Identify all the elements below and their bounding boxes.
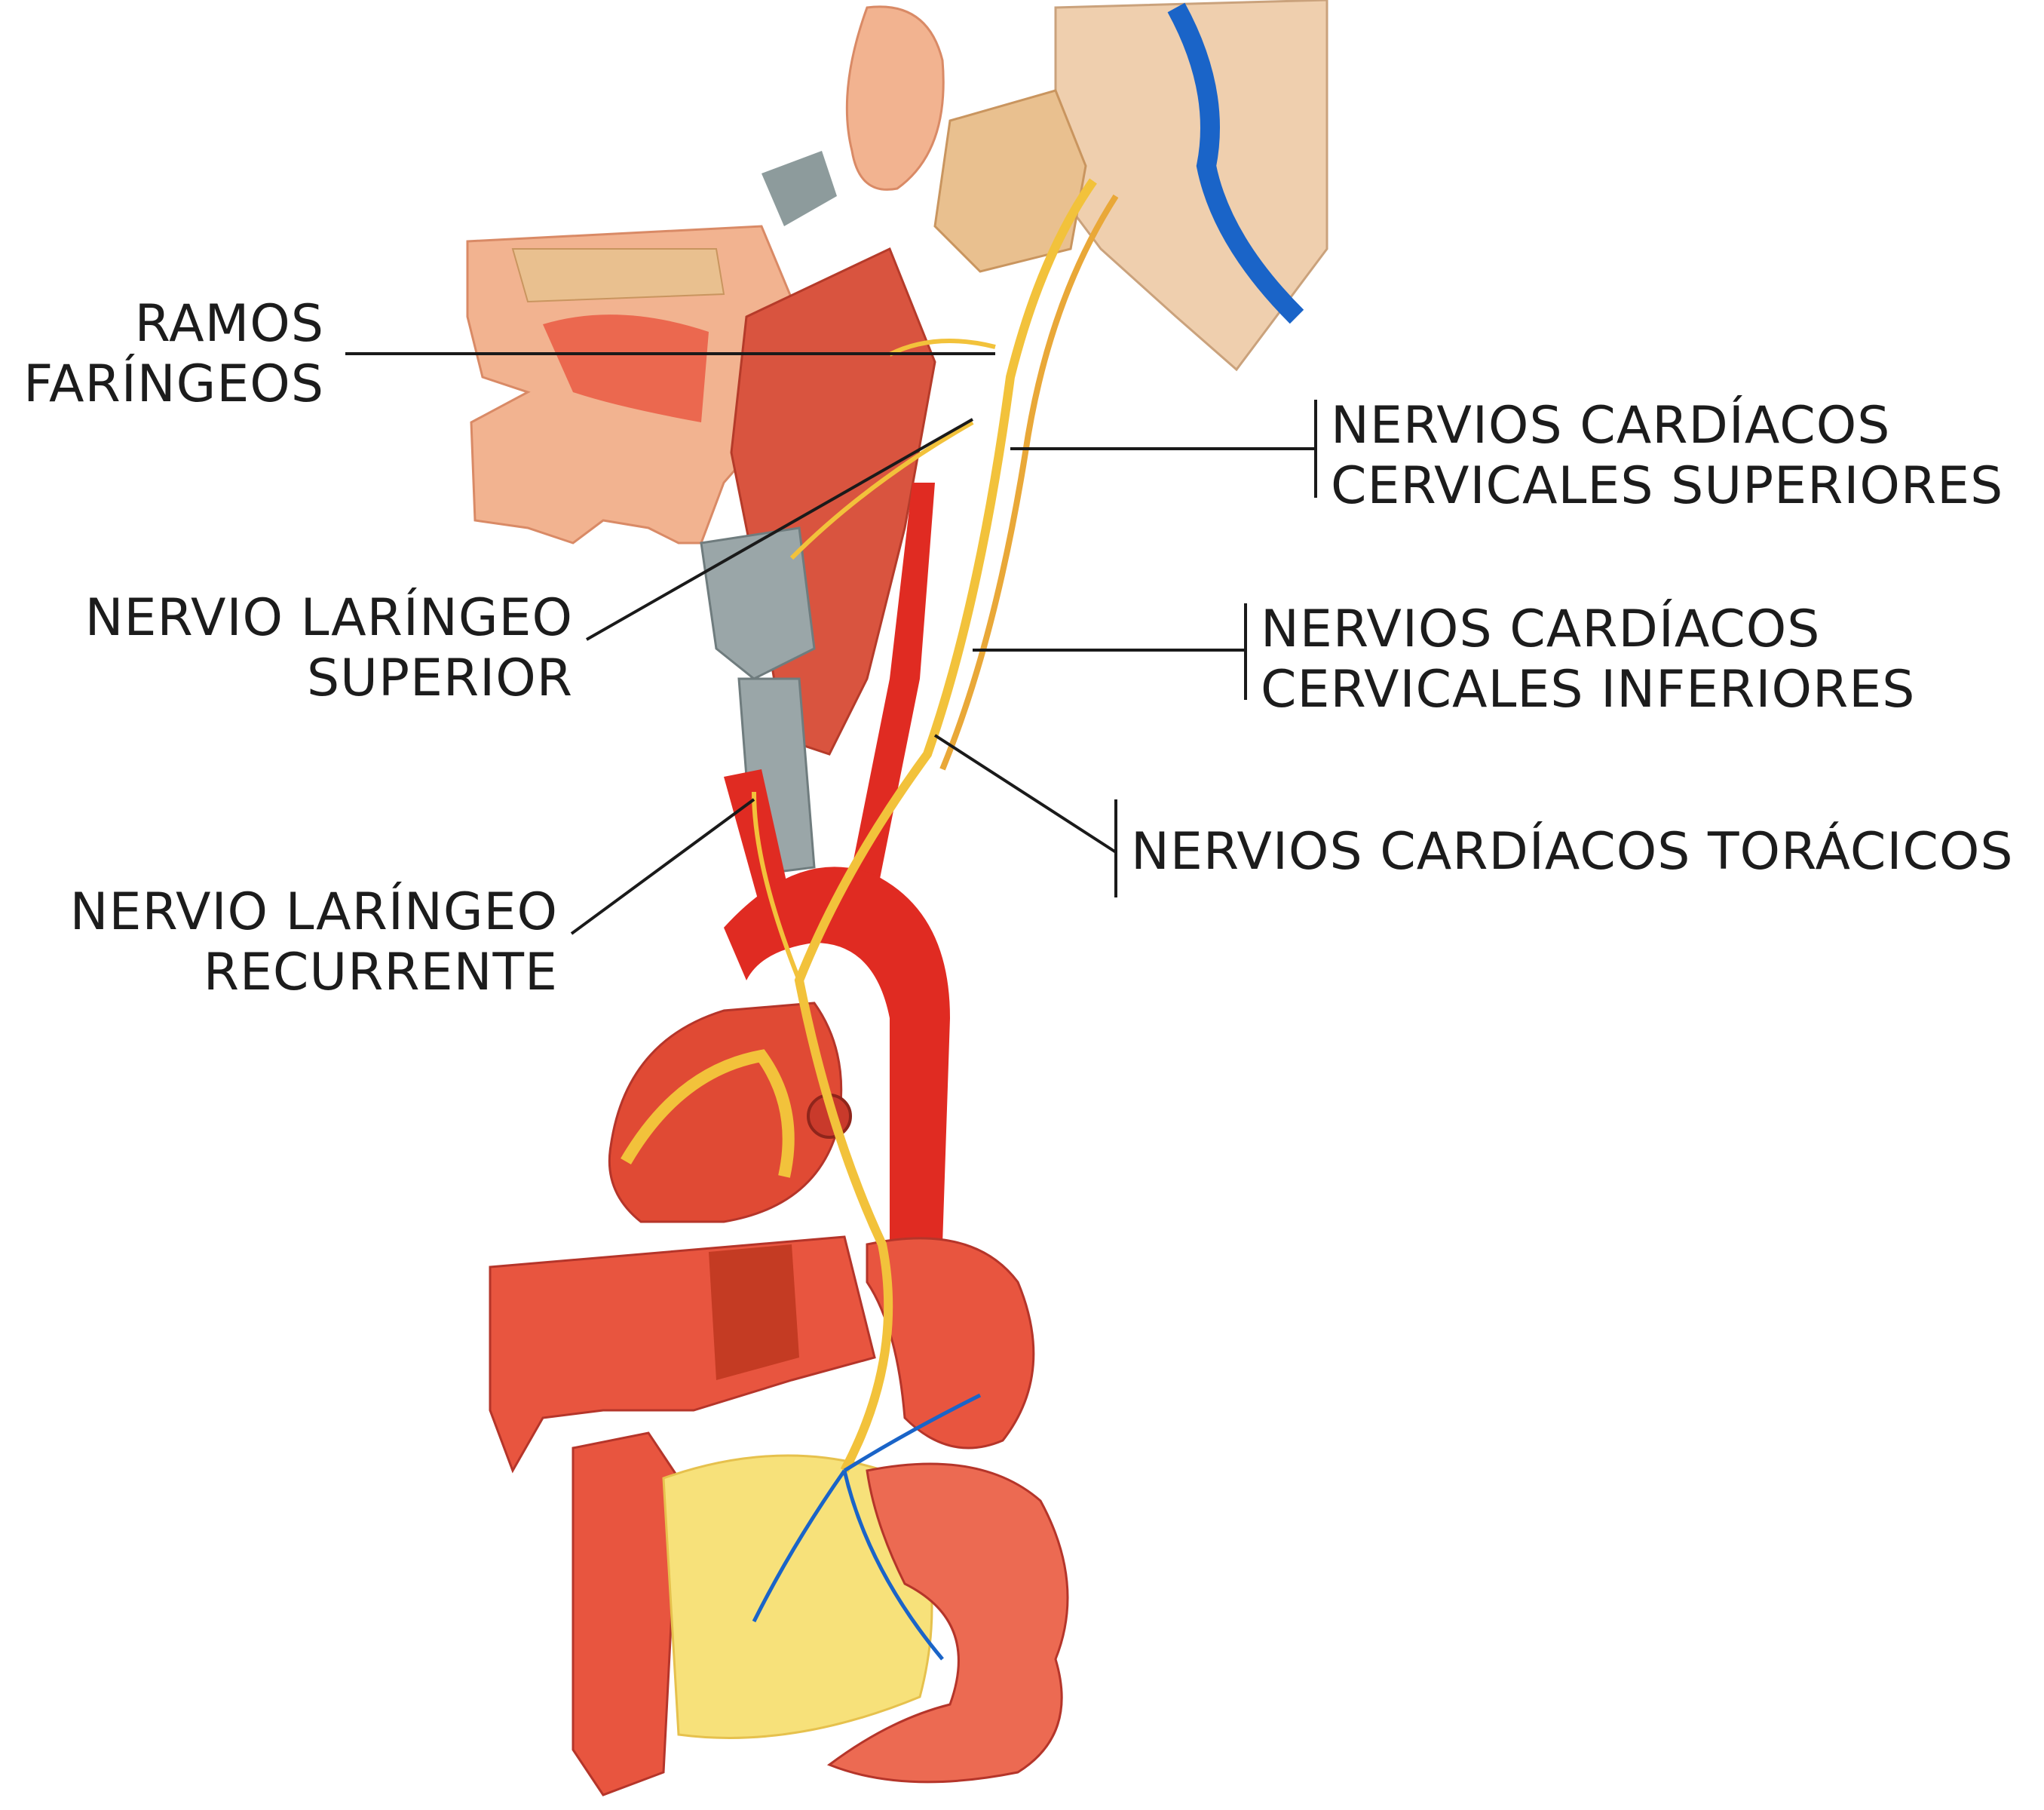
label-ramos-faringeos: RAMOS FARÍNGEOS [0, 294, 324, 415]
liver [489, 1235, 876, 1474]
small-intestine [826, 1462, 1069, 1784]
nerve-paths [752, 178, 1119, 1661]
label-laringeo-superior-line2: SUPERIOR [307, 649, 573, 708]
stomach [866, 1237, 1035, 1450]
thorax-section [608, 867, 950, 1244]
label-nervios-cardiacos-toracicos: NERVIOS CARDÍACOS TORÁCICOS [1131, 822, 2014, 882]
leader-lines [345, 352, 1317, 935]
coronary-vessel [621, 1049, 795, 1178]
label-nervios-cardiacos-cervicales-inferiores: NERVIOS CARDÍACOS CERVICALES INFERIORES [1261, 600, 1915, 720]
label-toracicos-line1: NERVIOS CARDÍACOS TORÁCICOS [1131, 822, 2014, 882]
liver-cut-surface [709, 1244, 799, 1380]
leader-laringeo-superior [586, 418, 973, 641]
carotid-artery [844, 483, 935, 905]
recurrent-laryngeal-branch [752, 791, 801, 982]
pharyngeal-branch [888, 339, 996, 357]
leader-laringeo-recurrente [570, 798, 755, 935]
abdomen-section [489, 1235, 1069, 1796]
brainstem-vessel [1167, 2, 1304, 324]
label-nervios-cardiacos-cervicales-superiores: NERVIOS CARDÍACOS CERVICALES SUPERIORES [1331, 396, 2003, 517]
temporal-bone [933, 89, 1087, 273]
superior-laryngeal-branch [789, 420, 974, 560]
label-cervicales-superiores-line1: NERVIOS CARDÍACOS [1331, 396, 1891, 456]
heart [608, 1002, 843, 1223]
label-laringeo-superior-line1: NERVIO LARÍNGEO [84, 588, 573, 648]
label-nervio-laringeo-superior: NERVIO LARÍNGEO SUPERIOR [0, 588, 573, 709]
vagus-trunk [794, 178, 1097, 1473]
label-laringeo-recurrente-line2: RECURRENTE [203, 943, 558, 1002]
label-ramos-faringeos-line1: RAMOS [134, 294, 324, 354]
label-nervio-laringeo-recurrente: NERVIO LARÍNGEO RECURRENTE [0, 882, 558, 1003]
aortic-arch [724, 867, 950, 1244]
label-ramos-faringeos-line2: FARÍNGEOS [23, 354, 324, 414]
label-cervicales-superiores-line2: CERVICALES SUPERIORES [1331, 456, 2004, 516]
head-section [466, 0, 1328, 545]
tongue [543, 314, 709, 422]
label-laringeo-recurrente-line1: NERVIO LARÍNGEO [69, 882, 558, 942]
leader-toracicos [933, 734, 1117, 854]
sympathetic-chain [939, 194, 1119, 771]
palate-bone [511, 248, 725, 303]
label-cervicales-inferiores-line2: CERVICALES INFERIORES [1261, 660, 1916, 719]
cervical-tube [762, 151, 837, 226]
ear [845, 5, 945, 191]
larynx-cartilage [700, 526, 816, 680]
large-intestine [572, 1431, 680, 1796]
label-cervicales-inferiores-line1: NERVIOS CARDÍACOS [1261, 600, 1821, 659]
abdominal-plexus [752, 1393, 982, 1661]
